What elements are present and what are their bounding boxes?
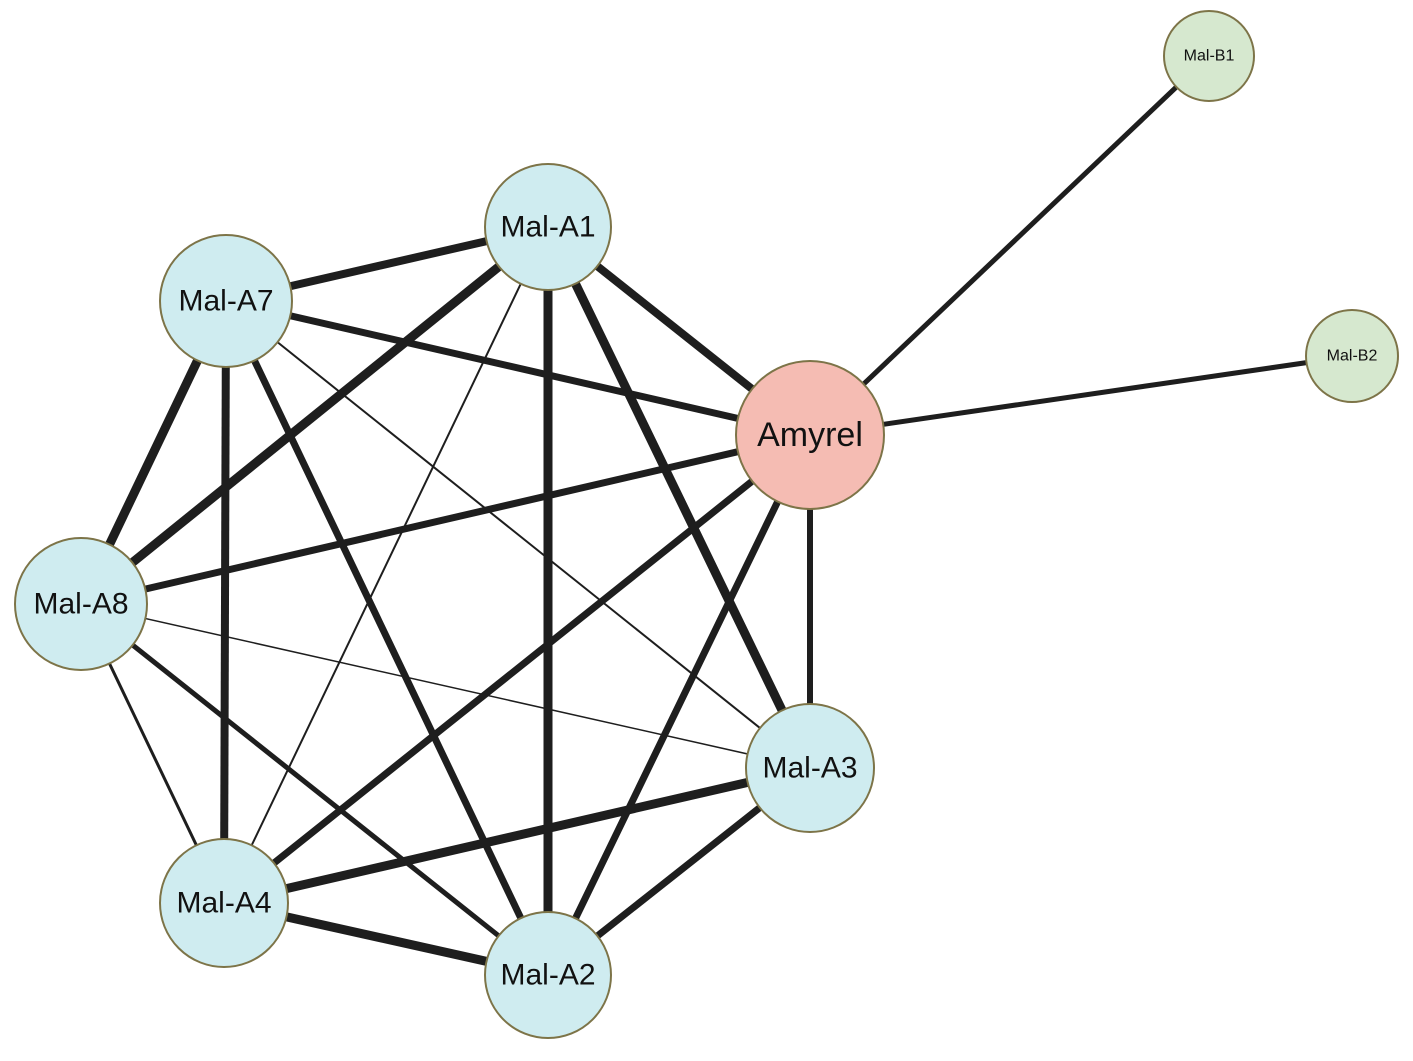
node-label: Mal-A2 (500, 959, 595, 992)
edge-am-a4 (221, 432, 813, 906)
edge-a7-a2 (222, 299, 552, 977)
node-label: Mal-B1 (1184, 48, 1235, 65)
edge-a1-a8 (78, 223, 551, 608)
node-amyrel[interactable]: Amyrel (735, 360, 885, 510)
edge-a1-a4 (223, 226, 549, 904)
edge-am-b2 (809, 353, 1353, 438)
node-mal-a4[interactable]: Mal-A4 (159, 838, 289, 968)
edge-am-a2 (544, 433, 814, 977)
node-mal-a3[interactable]: Mal-A3 (745, 703, 875, 833)
node-circle (14, 537, 148, 671)
node-circle (159, 838, 289, 968)
node-circle (745, 703, 875, 833)
edges-layer (76, 54, 1353, 980)
node-label: Mal-A8 (33, 588, 128, 621)
node-circle (159, 234, 293, 368)
node-label: Amyrel (757, 416, 863, 454)
node-label: Mal-B2 (1327, 348, 1378, 365)
edge-a7-am (225, 297, 811, 439)
node-circle (1305, 309, 1399, 403)
edge-a4-a3 (222, 763, 812, 908)
node-mal-b1[interactable]: Mal-B1 (1163, 10, 1255, 102)
node-circle (484, 911, 612, 1039)
node-circle (1163, 10, 1255, 102)
node-circle (735, 360, 885, 510)
edge-a1-a3 (543, 225, 815, 770)
edge-am-b1 (808, 54, 1211, 437)
node-mal-a8[interactable]: Mal-A8 (14, 537, 148, 671)
node-mal-a2[interactable]: Mal-A2 (484, 911, 612, 1039)
edge-a8-am (80, 431, 811, 608)
edge-a8-a2 (79, 602, 550, 977)
node-label: Mal-A4 (176, 887, 271, 920)
node-label: Mal-A1 (500, 211, 595, 244)
edge-a7-a4 (220, 300, 230, 904)
node-mal-b2[interactable]: Mal-B2 (1305, 309, 1399, 403)
node-label: Mal-A7 (178, 285, 273, 318)
node-label: Mal-A3 (762, 752, 857, 785)
edge-a8-a3 (80, 603, 811, 769)
edge-a7-a3 (225, 300, 811, 769)
node-mal-a7[interactable]: Mal-A7 (159, 234, 293, 368)
node-circle (484, 163, 612, 291)
node-mal-a1[interactable]: Mal-A1 (484, 163, 612, 291)
